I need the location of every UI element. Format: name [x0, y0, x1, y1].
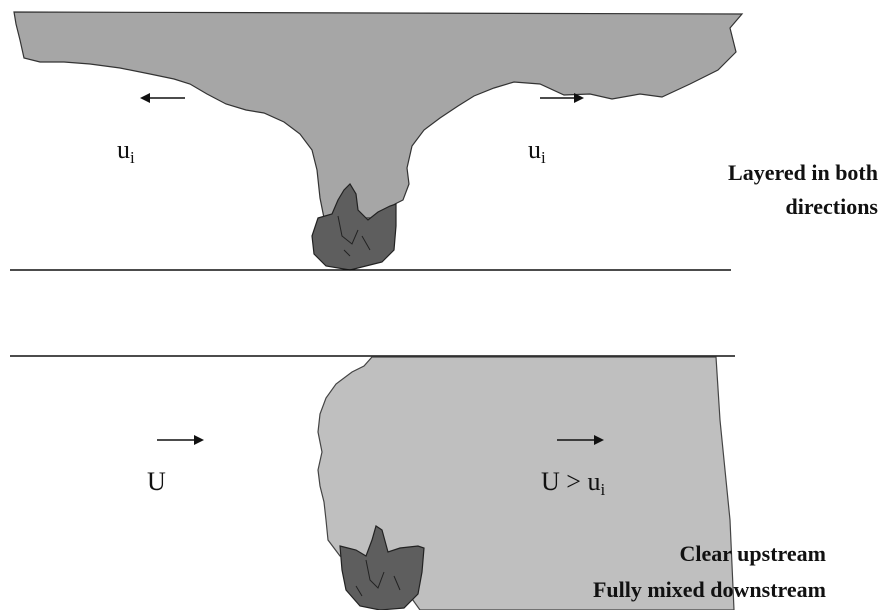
top-caption-line1: Layered in both — [728, 160, 878, 185]
bottom-caption-line2: Fully mixed downstream — [593, 577, 826, 602]
bottom-right-arrow — [557, 435, 604, 445]
top-right-velocity-subscript: i — [541, 148, 546, 167]
top-left-arrow — [140, 93, 185, 103]
bottom-caption-line1: Clear upstream — [680, 541, 826, 566]
bottom-flame-detail — [355, 559, 401, 597]
bottom-left-velocity-label: U — [147, 467, 166, 496]
bottom-panel: U U > ui Clear upstream Fully mixed down… — [10, 355, 826, 610]
bottom-right-velocity-subscript: i — [600, 480, 605, 499]
top-smoke-layer — [13, 11, 744, 219]
top-left-velocity-symbol: u — [117, 135, 130, 164]
bottom-right-velocity-symbol: U > u — [541, 467, 600, 496]
top-flame-detail — [337, 215, 371, 257]
top-left-velocity-subscript: i — [130, 148, 135, 167]
bottom-right-velocity-label: U > ui — [541, 467, 605, 499]
top-caption-line2: directions — [786, 194, 879, 219]
top-left-velocity-label: ui — [117, 135, 135, 167]
bottom-fire-source — [339, 525, 425, 610]
top-right-velocity-label: ui — [528, 135, 546, 167]
top-fire-source — [311, 183, 397, 271]
bottom-left-arrow — [157, 435, 204, 445]
top-right-velocity-symbol: u — [528, 135, 541, 164]
top-right-arrow — [540, 93, 584, 103]
top-panel: ui ui Layered in both directions — [10, 11, 879, 271]
